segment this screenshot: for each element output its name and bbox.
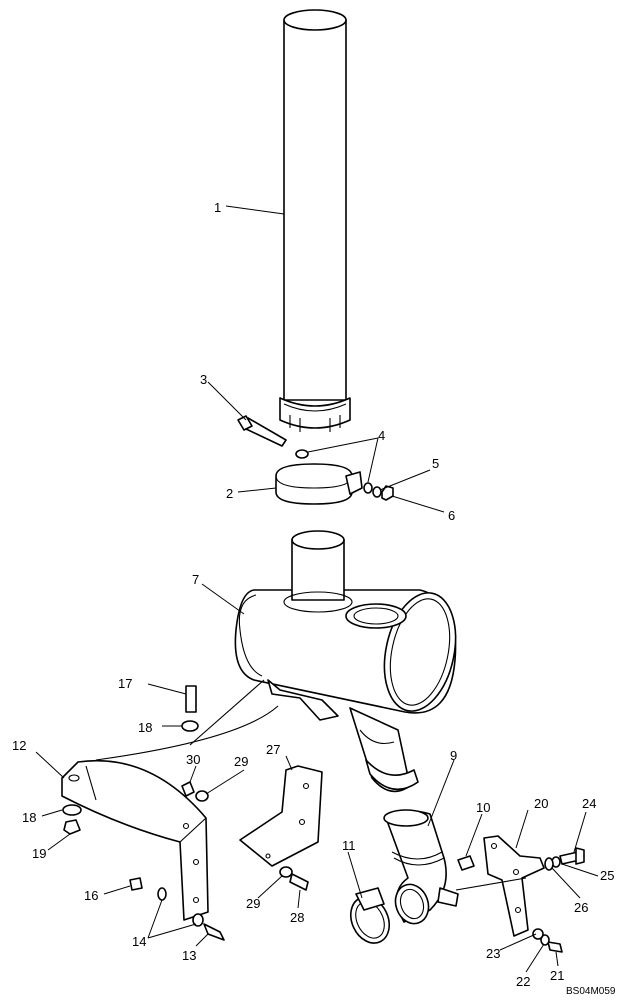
callout-7: 7	[192, 572, 199, 587]
callout-29-lower: 29	[246, 896, 260, 911]
callout-labels: 1 3 4 5 6 2 7 9 10 11 12 13 14 16 17 18 …	[12, 200, 614, 989]
lock-washer	[363, 482, 373, 494]
washer	[192, 913, 204, 927]
callout-17: 17	[118, 676, 132, 691]
callout-18-lower: 18	[22, 810, 36, 825]
washer	[181, 720, 199, 732]
flat-washer	[372, 486, 382, 498]
callout-23: 23	[486, 946, 500, 961]
nut	[181, 781, 195, 797]
callout-22: 22	[516, 974, 530, 989]
callout-6: 6	[448, 508, 455, 523]
washer	[295, 449, 309, 459]
leader-lines	[35, 205, 599, 973]
callout-26: 26	[574, 900, 588, 915]
washer	[279, 866, 293, 878]
callout-29-upper: 29	[234, 754, 248, 769]
callout-16: 16	[84, 888, 98, 903]
callout-28: 28	[290, 910, 304, 925]
band-clamp	[275, 463, 363, 505]
lower-bolt-set	[532, 928, 563, 953]
callout-1: 1	[214, 200, 221, 215]
bolt	[203, 923, 225, 941]
callout-21: 21	[550, 968, 564, 983]
bolt	[289, 873, 309, 891]
washer	[157, 887, 167, 901]
support-bracket	[239, 765, 323, 867]
callout-27: 27	[266, 742, 280, 757]
callout-25: 25	[600, 868, 614, 883]
callout-30: 30	[186, 752, 200, 767]
callout-3: 3	[200, 372, 207, 387]
bolt-washer-set	[544, 847, 585, 871]
callout-13: 13	[182, 948, 196, 963]
muffler	[234, 530, 457, 793]
elbow-pipe	[383, 809, 459, 925]
callout-9: 9	[450, 748, 457, 763]
callout-24: 24	[582, 796, 596, 811]
washer	[62, 804, 82, 816]
drawing-code: BS04M059	[566, 986, 616, 997]
callout-14: 14	[132, 934, 146, 949]
callout-18-upper: 18	[138, 720, 152, 735]
muffler-mount-bracket	[61, 679, 279, 921]
nut	[63, 819, 81, 835]
callout-2: 2	[226, 486, 233, 501]
washer	[195, 790, 209, 802]
callout-19: 19	[32, 846, 46, 861]
bolt	[185, 685, 197, 713]
exhaust-stack-tube	[279, 9, 351, 432]
pipe-bracket	[455, 835, 545, 937]
callout-12: 12	[12, 738, 26, 753]
callout-5: 5	[432, 456, 439, 471]
spacer	[457, 855, 475, 871]
callout-20: 20	[534, 796, 548, 811]
hose-clamp	[349, 887, 391, 944]
callout-4: 4	[378, 428, 385, 443]
clamp-bolt	[237, 415, 287, 447]
callout-10: 10	[476, 800, 490, 815]
nut	[129, 877, 143, 891]
callout-11: 11	[342, 838, 356, 853]
